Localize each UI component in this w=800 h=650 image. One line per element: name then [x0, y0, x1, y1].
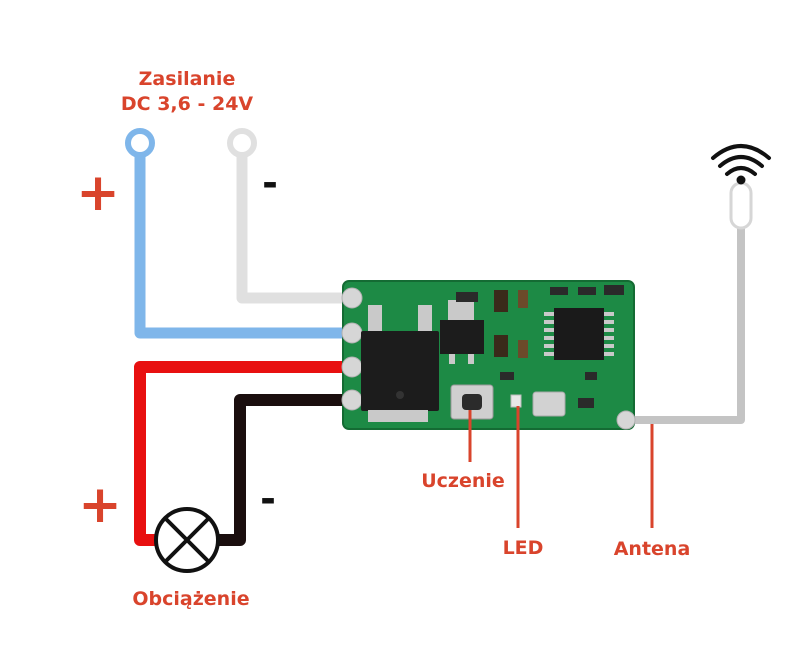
antenna-label: Antena: [614, 538, 691, 560]
load-lamp-icon: [154, 507, 220, 573]
supply-negative-terminal: [227, 128, 257, 158]
load-positive-wire: [134, 361, 352, 546]
power-label-line2: DC 3,6 - 24V: [121, 93, 254, 115]
supply-positive-terminal: [125, 128, 155, 158]
supply-plus-sign: +: [76, 163, 120, 223]
supply-minus-sign: -: [262, 161, 278, 205]
load-minus-sign: -: [260, 477, 276, 521]
load-label: Obciążenie: [132, 588, 249, 610]
antenna-tip: [729, 181, 753, 230]
led-label: LED: [503, 537, 544, 559]
receiver-module-pcb: [341, 280, 636, 430]
load-negative-wire: [218, 394, 352, 546]
load-plus-sign: +: [78, 475, 122, 535]
wifi-signal-icon: [711, 144, 771, 185]
supply-positive-wire: [134, 155, 352, 339]
power-label-line1: Zasilanie: [139, 68, 236, 90]
learn-label: Uczenie: [421, 470, 505, 492]
supply-negative-wire: [236, 155, 352, 304]
antenna-wire: [627, 225, 745, 424]
